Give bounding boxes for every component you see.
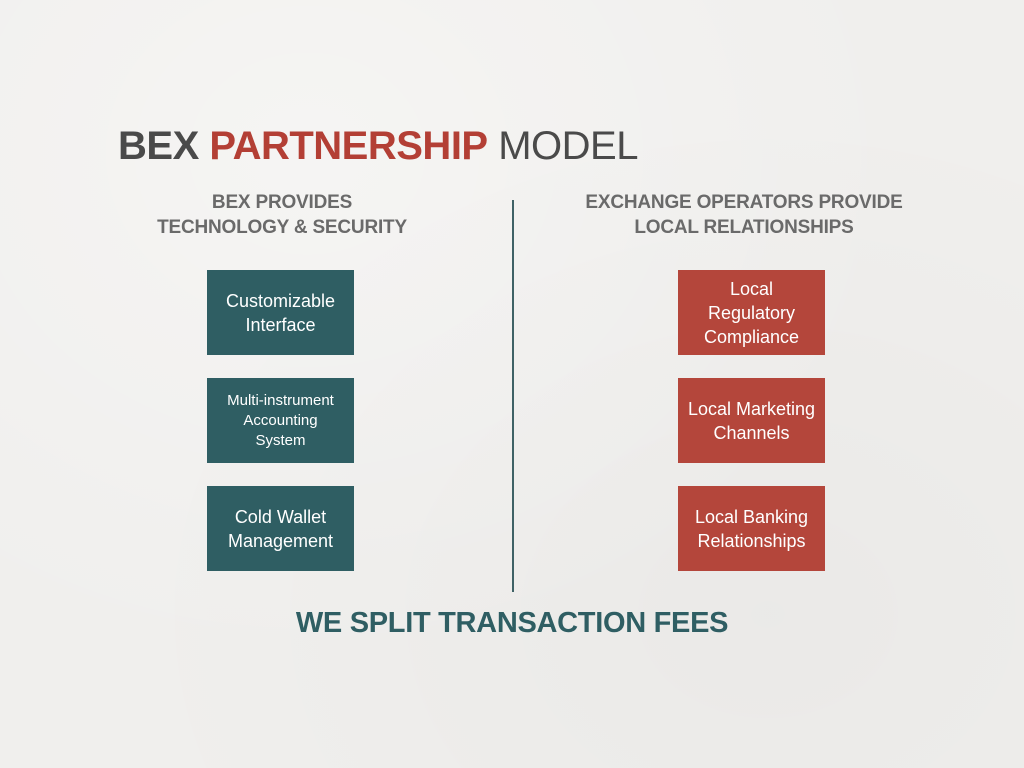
box-line: Accounting [243, 411, 318, 429]
box-customizable-interface: Customizable Interface [207, 270, 354, 355]
box-line: Local Banking [694, 506, 809, 527]
box-local-regulatory-compliance: Local Regulatory Compliance [678, 270, 825, 355]
box-line: Channels [713, 422, 790, 443]
right-column-heading: EXCHANGE OPERATORS PROVIDE LOCAL RELATIO… [534, 190, 954, 240]
box-line: System [255, 431, 306, 449]
left-heading-line1: BEX PROVIDES [211, 192, 353, 213]
footer-tagline: WE SPLIT TRANSACTION FEES [295, 607, 729, 639]
box-local-banking-relationships: Local Banking Relationships [678, 486, 825, 571]
left-heading-line2: TECHNOLOGY & SECURITY [157, 217, 407, 238]
box-line: Relationships [697, 530, 806, 551]
box-line: Local [729, 278, 774, 299]
box-local-marketing-channels: Local Marketing Channels [678, 378, 825, 463]
right-heading-line1: EXCHANGE OPERATORS PROVIDE [585, 192, 903, 213]
left-column-heading: BEX PROVIDES TECHNOLOGY & SECURITY [72, 190, 492, 240]
column-divider [512, 200, 514, 592]
right-heading-line2: LOCAL RELATIONSHIPS [634, 217, 854, 238]
box-line: Local Marketing [687, 398, 816, 419]
slide-title: BEX PARTNERSHIP MODEL [118, 122, 638, 170]
box-line: Multi-instrument [227, 391, 334, 409]
box-line: Customizable [225, 290, 336, 311]
title-part-model: MODEL [498, 124, 638, 168]
box-line: Interface [245, 314, 316, 335]
box-line: Management [227, 530, 334, 551]
box-cold-wallet-management: Cold Wallet Management [207, 486, 354, 571]
title-part-bex: BEX [118, 124, 199, 168]
box-line: Regulatory [707, 302, 796, 323]
title-part-partnership: PARTNERSHIP [209, 124, 488, 168]
box-line: Cold Wallet [234, 506, 327, 527]
box-line: Compliance [703, 326, 800, 347]
box-multi-instrument-accounting: Multi-instrument Accounting System [207, 378, 354, 463]
